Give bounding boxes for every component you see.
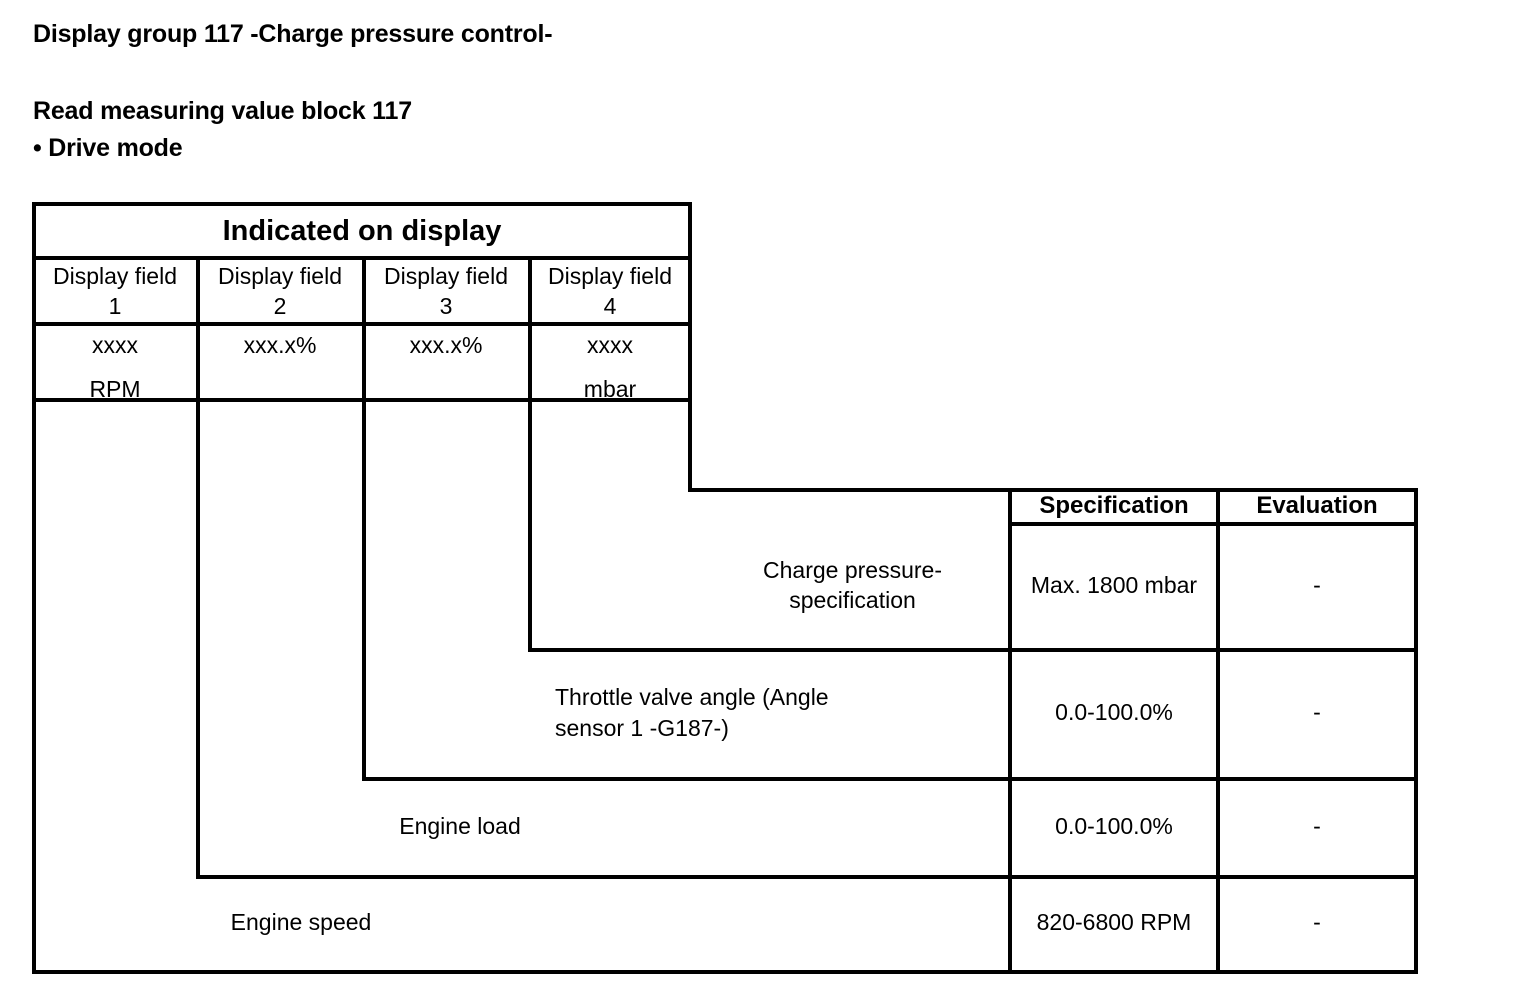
mode-bullet: • Drive mode bbox=[33, 134, 183, 162]
section-subtitle: Read measuring value block 117 bbox=[33, 97, 412, 125]
rule-spec-evaluation-divider bbox=[1216, 488, 1220, 974]
connector-leg-engine-load bbox=[196, 398, 200, 879]
row-throttle-valve-specification: 0.0-100.0% bbox=[1055, 699, 1173, 726]
specification-column-header: Specification bbox=[1039, 492, 1189, 520]
rule-spec-table-left-edge bbox=[1008, 488, 1012, 974]
indicated-on-display-header: Indicated on display bbox=[222, 214, 502, 247]
connector-rule-throttle-valve-bottom bbox=[362, 777, 1418, 781]
row-engine-load-specification: 0.0-100.0% bbox=[1055, 812, 1173, 839]
connector-leg-throttle-valve bbox=[362, 398, 366, 781]
rule-top-table-col2-col3 bbox=[362, 256, 366, 402]
display-field-2-header: Display field 2 bbox=[218, 262, 342, 319]
row-engine-speed-description: Engine speed bbox=[230, 909, 372, 936]
evaluation-column-header: Evaluation bbox=[1256, 492, 1378, 520]
display-field-1-header: Display field 1 bbox=[53, 262, 177, 319]
page-title: Display group 117 -Charge pressure contr… bbox=[33, 20, 553, 48]
rule-spec-table-right-edge bbox=[1414, 488, 1418, 974]
row-charge-pressure-specification: Max. 1800 mbar bbox=[1030, 571, 1198, 598]
rule-top-table-right-edge bbox=[688, 202, 692, 492]
row-throttle-valve-evaluation: - bbox=[1313, 699, 1321, 726]
row-engine-speed-evaluation: - bbox=[1313, 909, 1321, 936]
rule-top-table-outer-top bbox=[32, 202, 692, 206]
connector-rule-to-spec-header bbox=[688, 488, 1418, 492]
display-field-4-value: xxxx mbar bbox=[583, 332, 637, 403]
row-engine-load-evaluation: - bbox=[1313, 812, 1321, 839]
display-field-2-value: xxx.x% bbox=[243, 332, 317, 358]
row-throttle-valve-description: Throttle valve angle (Angle sensor 1 -G1… bbox=[555, 684, 829, 741]
connector-rule-engine-load-bottom bbox=[196, 875, 1418, 879]
display-field-3-value: xxx.x% bbox=[409, 332, 483, 358]
row-engine-speed-specification: 820-6800 RPM bbox=[1036, 909, 1192, 936]
rule-top-table-col1-col2 bbox=[196, 256, 200, 402]
display-field-1-value: xxxx RPM bbox=[89, 332, 141, 403]
rule-top-table-left-edge bbox=[32, 202, 36, 402]
connector-leg-engine-speed bbox=[32, 398, 36, 974]
connector-rule-charge-pressure-bottom bbox=[528, 648, 1418, 652]
rule-top-table-col3-col4 bbox=[528, 256, 532, 402]
display-field-4-header: Display field 4 bbox=[548, 262, 672, 319]
connector-leg-charge-pressure bbox=[528, 398, 532, 652]
display-field-3-header: Display field 3 bbox=[384, 262, 508, 319]
row-engine-load-description: Engine load bbox=[399, 812, 521, 839]
row-charge-pressure-evaluation: - bbox=[1313, 571, 1321, 598]
rule-figure-bottom bbox=[32, 970, 1418, 974]
rule-under-spec-headers bbox=[1008, 522, 1418, 526]
row-charge-pressure-description: Charge pressure- specification bbox=[763, 556, 942, 613]
